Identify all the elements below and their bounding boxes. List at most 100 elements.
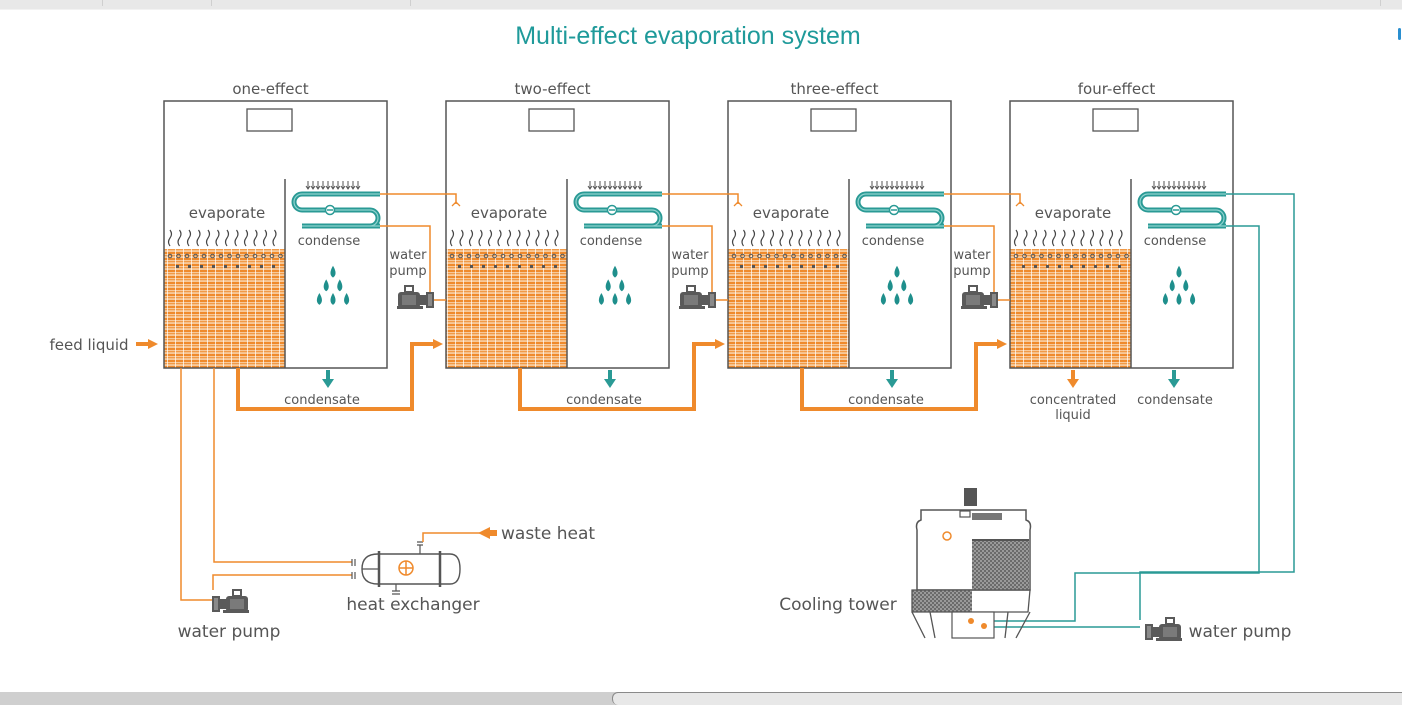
liquid-transfer-pipe [236, 339, 443, 411]
liquid-fill [728, 249, 849, 368]
vapor-wave [807, 229, 813, 247]
water-pump-icon [1144, 617, 1183, 642]
vapor-wave [1099, 229, 1104, 247]
water-pump-label: water [953, 248, 991, 263]
top-toolbar-strip [0, 0, 1402, 10]
bubble [278, 253, 283, 259]
condense-label: condense [298, 234, 361, 249]
bubble [1107, 253, 1112, 259]
particle [740, 265, 743, 268]
waste-heat-arrow [478, 527, 497, 539]
diagram-title: Multi-effect evaporation system [515, 22, 861, 50]
vapor-wave [1089, 229, 1095, 247]
spray-arrowhead [874, 185, 880, 190]
toolbar-divider [211, 0, 212, 6]
toolbar-divider [410, 0, 411, 6]
bubble [1098, 253, 1104, 259]
spray-arrowhead [884, 185, 890, 190]
bubble [1124, 253, 1129, 259]
particle [260, 265, 263, 268]
particle [224, 265, 227, 268]
vapor-nozzle [733, 201, 743, 207]
tower-fill-media [972, 540, 1029, 590]
bubble [475, 253, 480, 259]
tower-air-inlet [912, 590, 972, 612]
vapor-wave [836, 229, 841, 247]
water-pump-label-left: water pump [178, 622, 281, 642]
bubble [244, 253, 249, 259]
condensate-label: condensate [848, 393, 924, 408]
bubble [774, 253, 779, 259]
heating-plus [399, 561, 413, 575]
bubble [458, 253, 463, 259]
bubble [1064, 253, 1070, 259]
vapor-wave [731, 229, 737, 247]
bubble [543, 253, 548, 259]
vapor-wave [234, 229, 239, 247]
bubble [227, 253, 232, 259]
bubble [167, 253, 173, 259]
bubble [757, 253, 762, 259]
particle [836, 265, 839, 268]
bubble [235, 253, 241, 259]
water-pump-label: pump [671, 264, 708, 279]
particle [212, 265, 215, 268]
toolbar-divider [102, 0, 103, 6]
concentrated-arrow-head [1067, 379, 1079, 388]
coil-highlight [293, 193, 380, 227]
vapor-wave [779, 229, 784, 247]
vapor-wave [215, 229, 220, 247]
spray-arrowhead [350, 185, 356, 190]
vapor-wave [186, 229, 192, 247]
spray-arrowhead [1186, 185, 1192, 190]
effect-label: one-effect [232, 80, 308, 98]
vapor-wave [554, 229, 559, 247]
bubble [176, 253, 181, 259]
bubble [449, 253, 455, 259]
vapor-wave [544, 229, 550, 247]
spray-arrowhead [894, 185, 900, 190]
particle [248, 265, 251, 268]
bubble [466, 253, 472, 259]
sight-window [1092, 108, 1139, 132]
vapor-wave [167, 229, 173, 247]
evaporate-label: evaporate [189, 204, 265, 222]
bubble [748, 253, 754, 259]
exchanger-shell [361, 553, 461, 585]
particle [800, 265, 803, 268]
pump-suction-pipe [180, 368, 212, 601]
particle [542, 265, 545, 268]
vapor-wave [1080, 229, 1085, 247]
spray-arrowhead [904, 185, 910, 190]
tower-legs [911, 611, 1031, 639]
concentrated-label: concentrated [1030, 393, 1116, 408]
water-pump-label: pump [953, 264, 990, 279]
exchanger-return-pipe [212, 574, 352, 590]
vapor-wave [1042, 229, 1047, 247]
tower-sump [951, 611, 995, 639]
spray-arrowhead [330, 185, 336, 190]
spray-arrowhead [622, 185, 628, 190]
side-marker [1398, 28, 1401, 40]
cooling-supply-pipe [1139, 193, 1295, 620]
water-droplet-icon [598, 265, 632, 305]
particle [518, 265, 521, 268]
vapor-wave [798, 229, 803, 247]
bubble [1073, 253, 1078, 259]
vapor-wave [1023, 229, 1028, 247]
vapor-wave [1032, 229, 1038, 247]
evaporator-vessel [445, 100, 670, 369]
horizontal-scrollbar-thumb[interactable] [612, 692, 1402, 705]
spray-arrowhead [1181, 185, 1187, 190]
particle [494, 265, 497, 268]
bubble [483, 253, 489, 259]
tower-vent [959, 510, 971, 518]
spray-arrowhead [879, 185, 885, 190]
bubble [799, 253, 805, 259]
water-droplet-icon [1162, 265, 1196, 305]
concentrated-label: liquid [1055, 408, 1091, 423]
spray-arrowhead [914, 185, 920, 190]
particle [788, 265, 791, 268]
